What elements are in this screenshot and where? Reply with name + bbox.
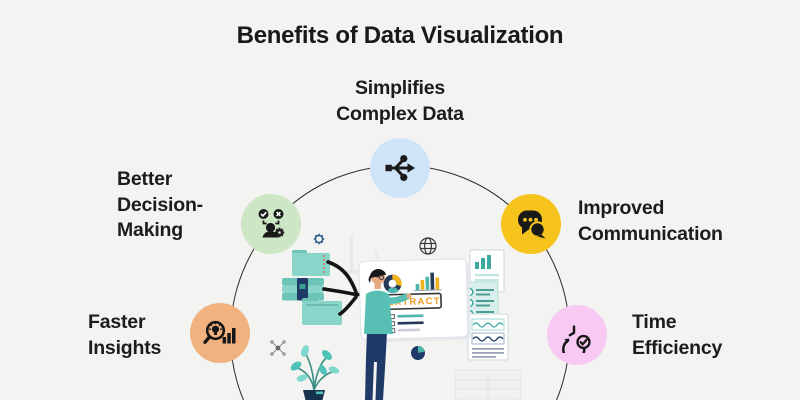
label-improved-communication: Improved Communication	[578, 197, 723, 245]
node-time-efficiency	[547, 305, 607, 365]
label-faster-insights: Faster Insights	[88, 311, 162, 359]
pie-chart	[411, 346, 425, 360]
node-improved-communication	[501, 194, 561, 254]
insights-icon	[203, 320, 236, 344]
node-better-decision-making	[241, 194, 301, 254]
person	[364, 269, 412, 400]
label-time-efficiency: Time Efficiency	[632, 311, 723, 359]
donut-chart	[383, 274, 402, 294]
plant	[290, 345, 340, 400]
node-simplifies-complex-data	[370, 138, 430, 198]
clock-check-icon	[562, 325, 591, 353]
source-folders	[282, 250, 342, 325]
node-faster-insights	[190, 303, 250, 363]
branch-icon	[385, 155, 415, 181]
result-documents	[461, 249, 509, 361]
globe-icon	[419, 237, 437, 255]
chat-icon	[518, 210, 546, 239]
decision-icon	[258, 209, 285, 238]
label-better-decision-making: Better Decision- Making	[117, 168, 203, 242]
label-simplifies-complex-data: Simplifies Complex Data	[336, 77, 464, 125]
bar-chart	[413, 272, 442, 292]
molecule-icon	[270, 340, 286, 356]
gear-icon	[313, 233, 325, 245]
page-title: Benefits of Data Visualization	[236, 22, 564, 49]
center-illustration: EXTRACT	[270, 233, 522, 400]
checklist	[389, 314, 424, 334]
